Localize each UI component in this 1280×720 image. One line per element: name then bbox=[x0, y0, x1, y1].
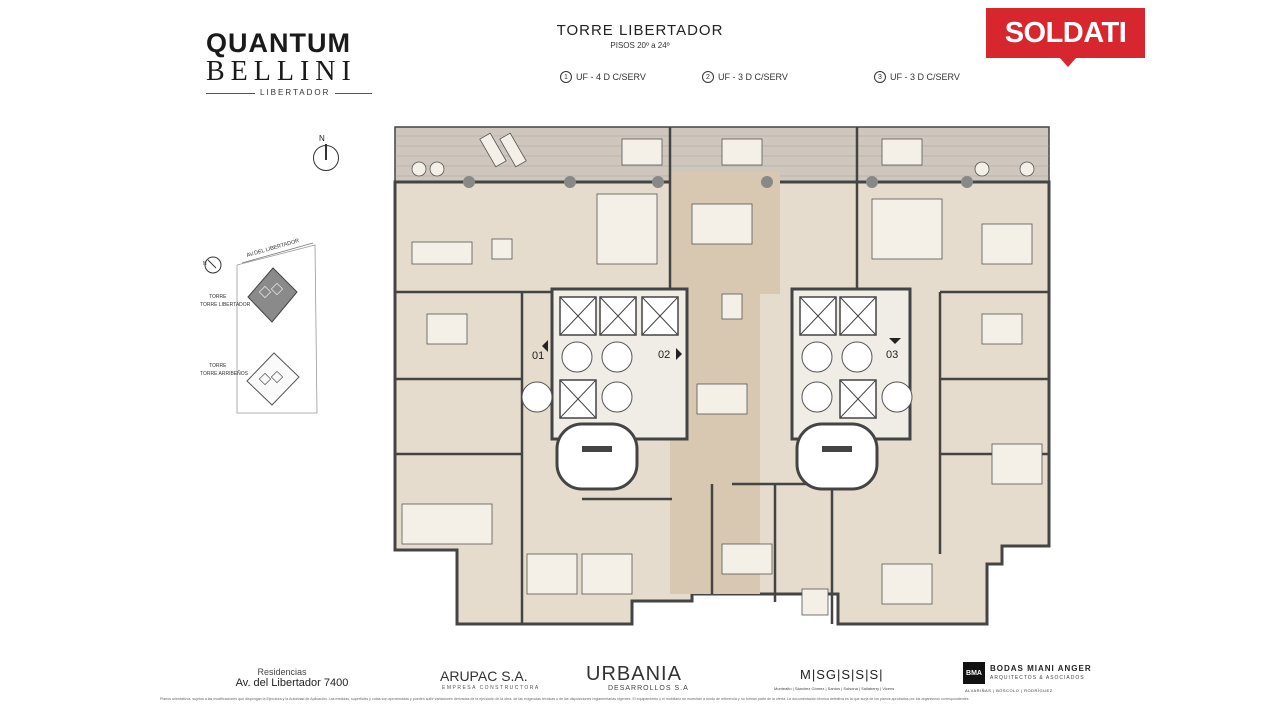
urbania-logo: URBANIA bbox=[586, 663, 682, 685]
arupac-subtitle: EMPRESA CONSTRUCTORA bbox=[442, 685, 540, 691]
unit-legend-label: UF - 3 D C/SERV bbox=[718, 72, 788, 82]
north-label: N bbox=[319, 134, 325, 143]
bma-name: BODAS MIANI ANGER bbox=[990, 664, 1092, 673]
legal-disclaimer: Planos orientativos, sujetos a las modif… bbox=[160, 697, 970, 701]
floors-subtitle: PISOS 20º a 24º bbox=[610, 41, 670, 50]
unit-legend-1: 1 UF - 4 D C/SERV bbox=[560, 71, 646, 83]
unit-legend-label: UF - 3 D C/SERV bbox=[890, 72, 960, 82]
tower-libertador-footprint bbox=[247, 267, 298, 323]
key-plan-tower-2: TORRE ARRIBEÑOS bbox=[200, 370, 249, 377]
key-plan: N AV.DEL LIBERTADOR TORRE TORRE LIBERTAD… bbox=[200, 238, 318, 414]
compass-icon bbox=[313, 144, 339, 171]
floor-plan: 01 02 03 bbox=[393, 126, 1051, 626]
msgsss-logo: M|SG|S|S|S| bbox=[800, 667, 884, 682]
tower-title: TORRE LIBERTADOR bbox=[556, 22, 724, 39]
unit-number-icon: 1 bbox=[560, 71, 572, 83]
core-right bbox=[790, 287, 913, 491]
unit-legend-label: UF - 4 D C/SERV bbox=[576, 72, 646, 82]
bma-logo-box: BMA bbox=[963, 662, 985, 684]
unit-tag-02: 02 bbox=[658, 348, 682, 361]
svg-text:TORRE: TORRE bbox=[209, 363, 227, 369]
bma-partners: ALVARIÑAS | BÓSCOLO | RODRÍGUEZ bbox=[965, 688, 1053, 693]
key-plan-north: N bbox=[203, 261, 207, 267]
svg-text:02: 02 bbox=[658, 349, 670, 361]
key-plan-compass-icon bbox=[204, 256, 222, 274]
svg-text:01: 01 bbox=[532, 350, 544, 362]
logo-quantum: QUANTUM bbox=[206, 28, 351, 58]
arupac-logo: ARUPAC S.A. bbox=[440, 668, 528, 684]
soldati-logo: SOLDATI bbox=[986, 8, 1145, 58]
svg-text:TORRE: TORRE bbox=[209, 294, 227, 300]
unit-number-icon: 2 bbox=[702, 71, 714, 83]
urbania-subtitle: DESARROLLOS S.A bbox=[608, 685, 689, 692]
bma-subtitle: ARQUITECTOS & ASOCIADOS bbox=[990, 675, 1085, 681]
soldati-logo-pointer bbox=[1060, 58, 1076, 67]
unit-number-icon: 3 bbox=[874, 71, 886, 83]
key-plan-tower-1: TORRE LIBERTADOR bbox=[200, 302, 251, 308]
unit-legend-3: 3 UF - 3 D C/SERV bbox=[874, 71, 960, 83]
residences-label: Residencias bbox=[257, 667, 307, 677]
unit-legend-2: 2 UF - 3 D C/SERV bbox=[702, 71, 788, 83]
unit-tag-03: 03 bbox=[886, 338, 901, 361]
svg-text:03: 03 bbox=[886, 349, 898, 361]
unit-tag-01: 01 bbox=[532, 340, 548, 362]
logo-bellini: BELLINI bbox=[206, 56, 357, 87]
residences-address: Av. del Libertador 7400 bbox=[235, 677, 349, 689]
logo-libertador: LIBERTADOR bbox=[255, 88, 336, 97]
msgsss-subtitle: Montealto | Sánchez Gómez | Santos | Sol… bbox=[774, 686, 895, 691]
core-left bbox=[521, 287, 689, 491]
